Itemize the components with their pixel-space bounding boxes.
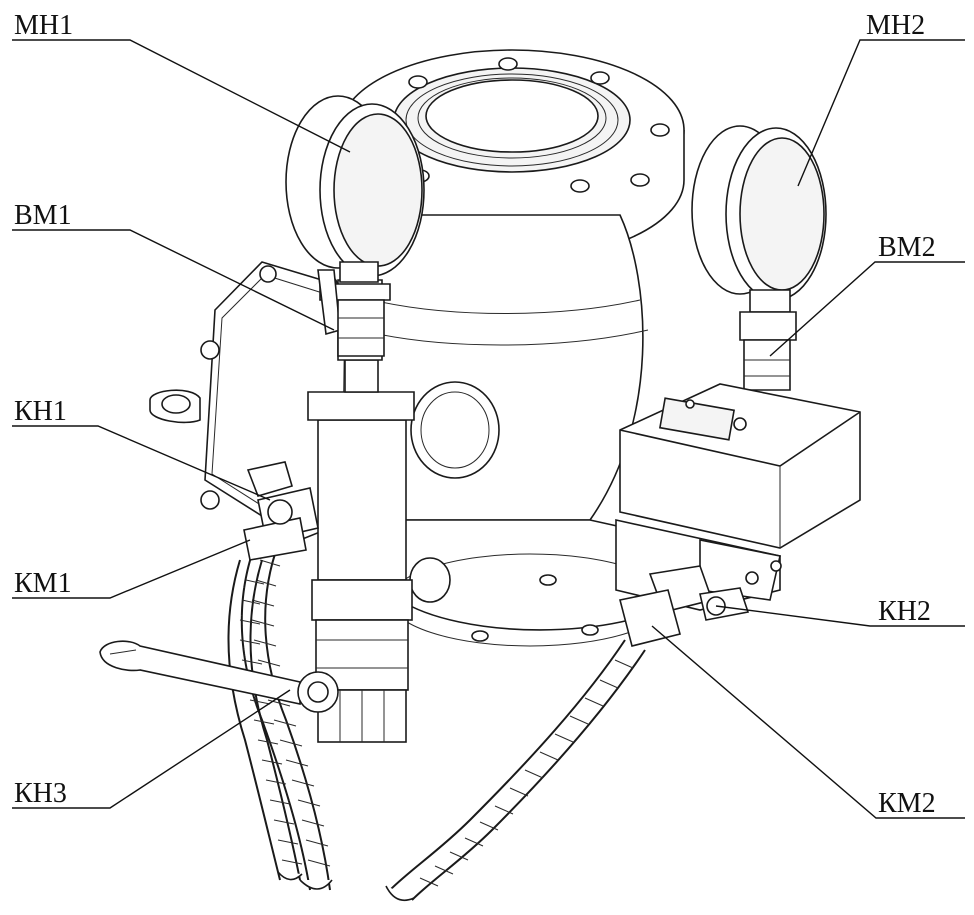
- label-bm1: ВМ1: [14, 200, 72, 231]
- gauge-mh1: [285, 95, 425, 301]
- label-kh1: КН1: [14, 396, 67, 427]
- labels: МН1 МН2 ВМ1 ВМ2 КН1 КМ1 КН2 КН3 КМ2: [14, 10, 936, 819]
- label-kh3: КН3: [14, 778, 67, 809]
- right-hose: [385, 639, 646, 902]
- label-mh2: МН2: [866, 10, 925, 41]
- label-mh1: МН1: [14, 10, 73, 41]
- label-km1: КМ1: [14, 568, 72, 599]
- kh1-km1-fittings: [243, 461, 319, 561]
- leader-kh3: [12, 689, 291, 809]
- leader-bm1: [12, 229, 335, 331]
- bm2-valve: [739, 311, 797, 391]
- leader-lines: [12, 39, 965, 819]
- left-hose-2: [227, 559, 303, 881]
- leader-km1: [12, 539, 251, 599]
- leader-kh1: [12, 425, 271, 501]
- label-bm2: ВМ2: [878, 232, 936, 263]
- label-km2: КМ2: [878, 788, 936, 819]
- leader-mh1: [12, 39, 351, 153]
- gauge-mh2: [691, 125, 827, 313]
- kh3-ball-valve: [99, 640, 339, 713]
- label-kh2: КН2: [878, 596, 931, 627]
- leader-kh2: [715, 605, 965, 627]
- leader-mh2: [797, 39, 965, 187]
- kh2-km2-fittings: [619, 565, 750, 647]
- valve-body: [339, 49, 685, 647]
- bm1-valve: [317, 269, 385, 357]
- leader-km2: [651, 625, 965, 819]
- leader-bm2: [769, 261, 965, 357]
